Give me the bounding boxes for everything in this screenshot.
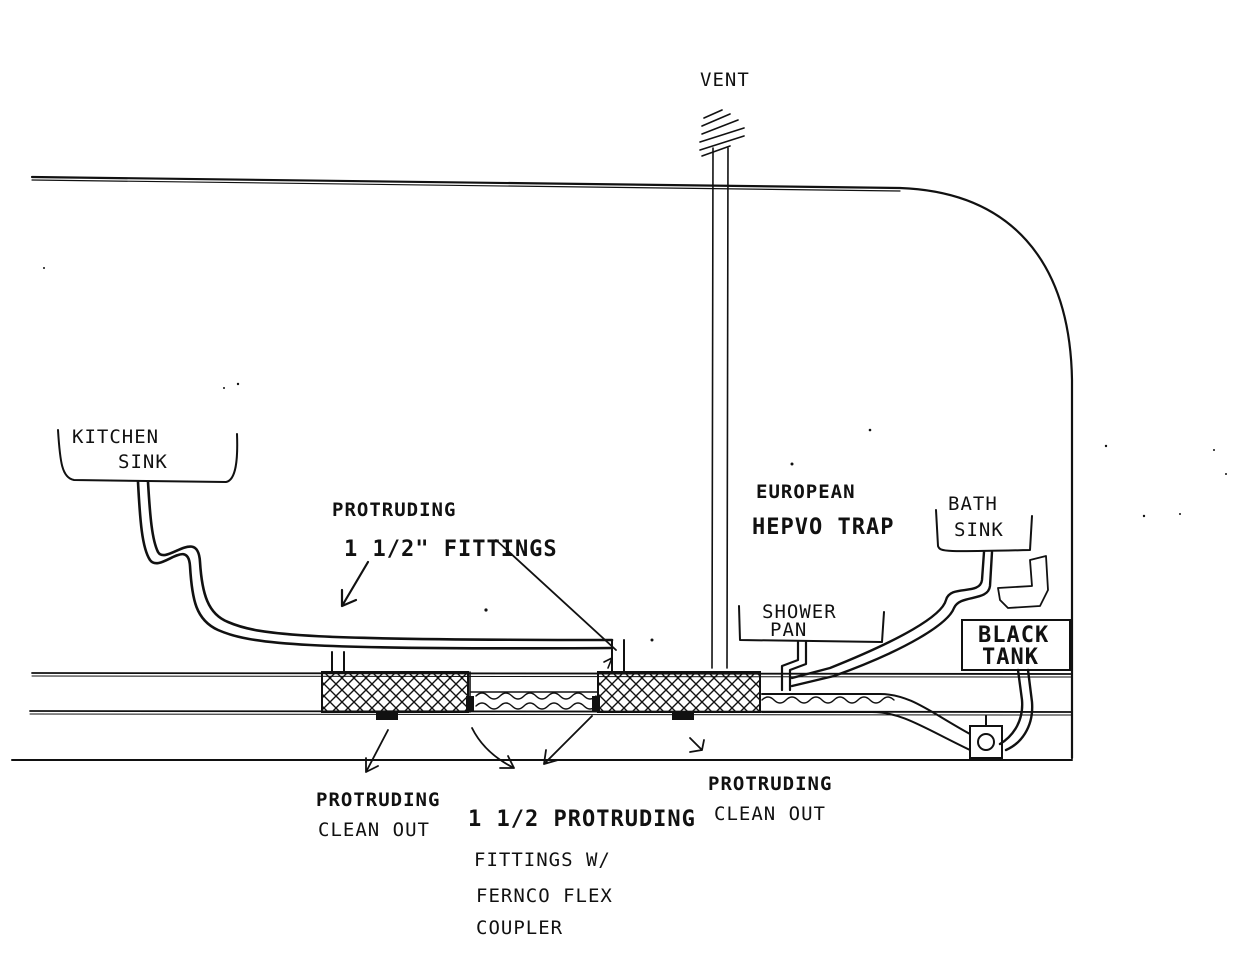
label-bath-sink-1: BATH [948, 493, 998, 515]
label-kitchen-sink-1: KITCHEN [72, 426, 159, 448]
trailer-shell [30, 175, 1074, 760]
label-shower-pan-2: PAN [770, 619, 807, 641]
floor-lines [11, 672, 1073, 761]
label-black-tank-1: BLACK [978, 623, 1049, 648]
label-clean-out-right-2: CLEAN OUT [714, 803, 826, 825]
shower-pan [738, 605, 885, 692]
label-clean-out-right-1: PROTRUDING [708, 773, 832, 795]
label-shower-pan-1: SHOWER [762, 601, 837, 623]
label-flex-coupler-4: COUPLER [476, 917, 563, 939]
label-european-trap-1: EUROPEAN [756, 481, 856, 503]
labels: VENT KITCHEN SINK PROTRUDING 1 1/2" FITT… [72, 69, 1049, 939]
black-tank [961, 619, 1071, 759]
label-flex-coupler-2: FITTINGS W/ [474, 849, 611, 871]
label-kitchen-sink-2: SINK [118, 451, 168, 473]
label-european-trap-2: HEPVO TRAP [752, 515, 894, 540]
arrows [340, 539, 705, 773]
label-clean-out-left-2: CLEAN OUT [318, 819, 430, 841]
label-black-tank-2: TANK [982, 645, 1039, 670]
toilet [997, 555, 1049, 609]
bath-sink [790, 509, 1033, 688]
vent-stack [699, 109, 745, 669]
label-protruding-fittings-1: PROTRUDING [332, 499, 456, 521]
kitchen-sink [57, 429, 625, 673]
label-clean-out-left-1: PROTRUDING [316, 789, 440, 811]
label-vent: VENT [700, 69, 750, 91]
scan-specks [43, 267, 1227, 642]
label-flex-coupler-1: 1 1/2 PROTRUDING [468, 807, 696, 832]
label-flex-coupler-3: FERNCO FLEX [476, 885, 613, 907]
floor-cavity [321, 671, 971, 751]
label-protruding-fittings-2: 1 1/2" FITTINGS [344, 537, 558, 562]
label-bath-sink-2: SINK [954, 519, 1004, 541]
